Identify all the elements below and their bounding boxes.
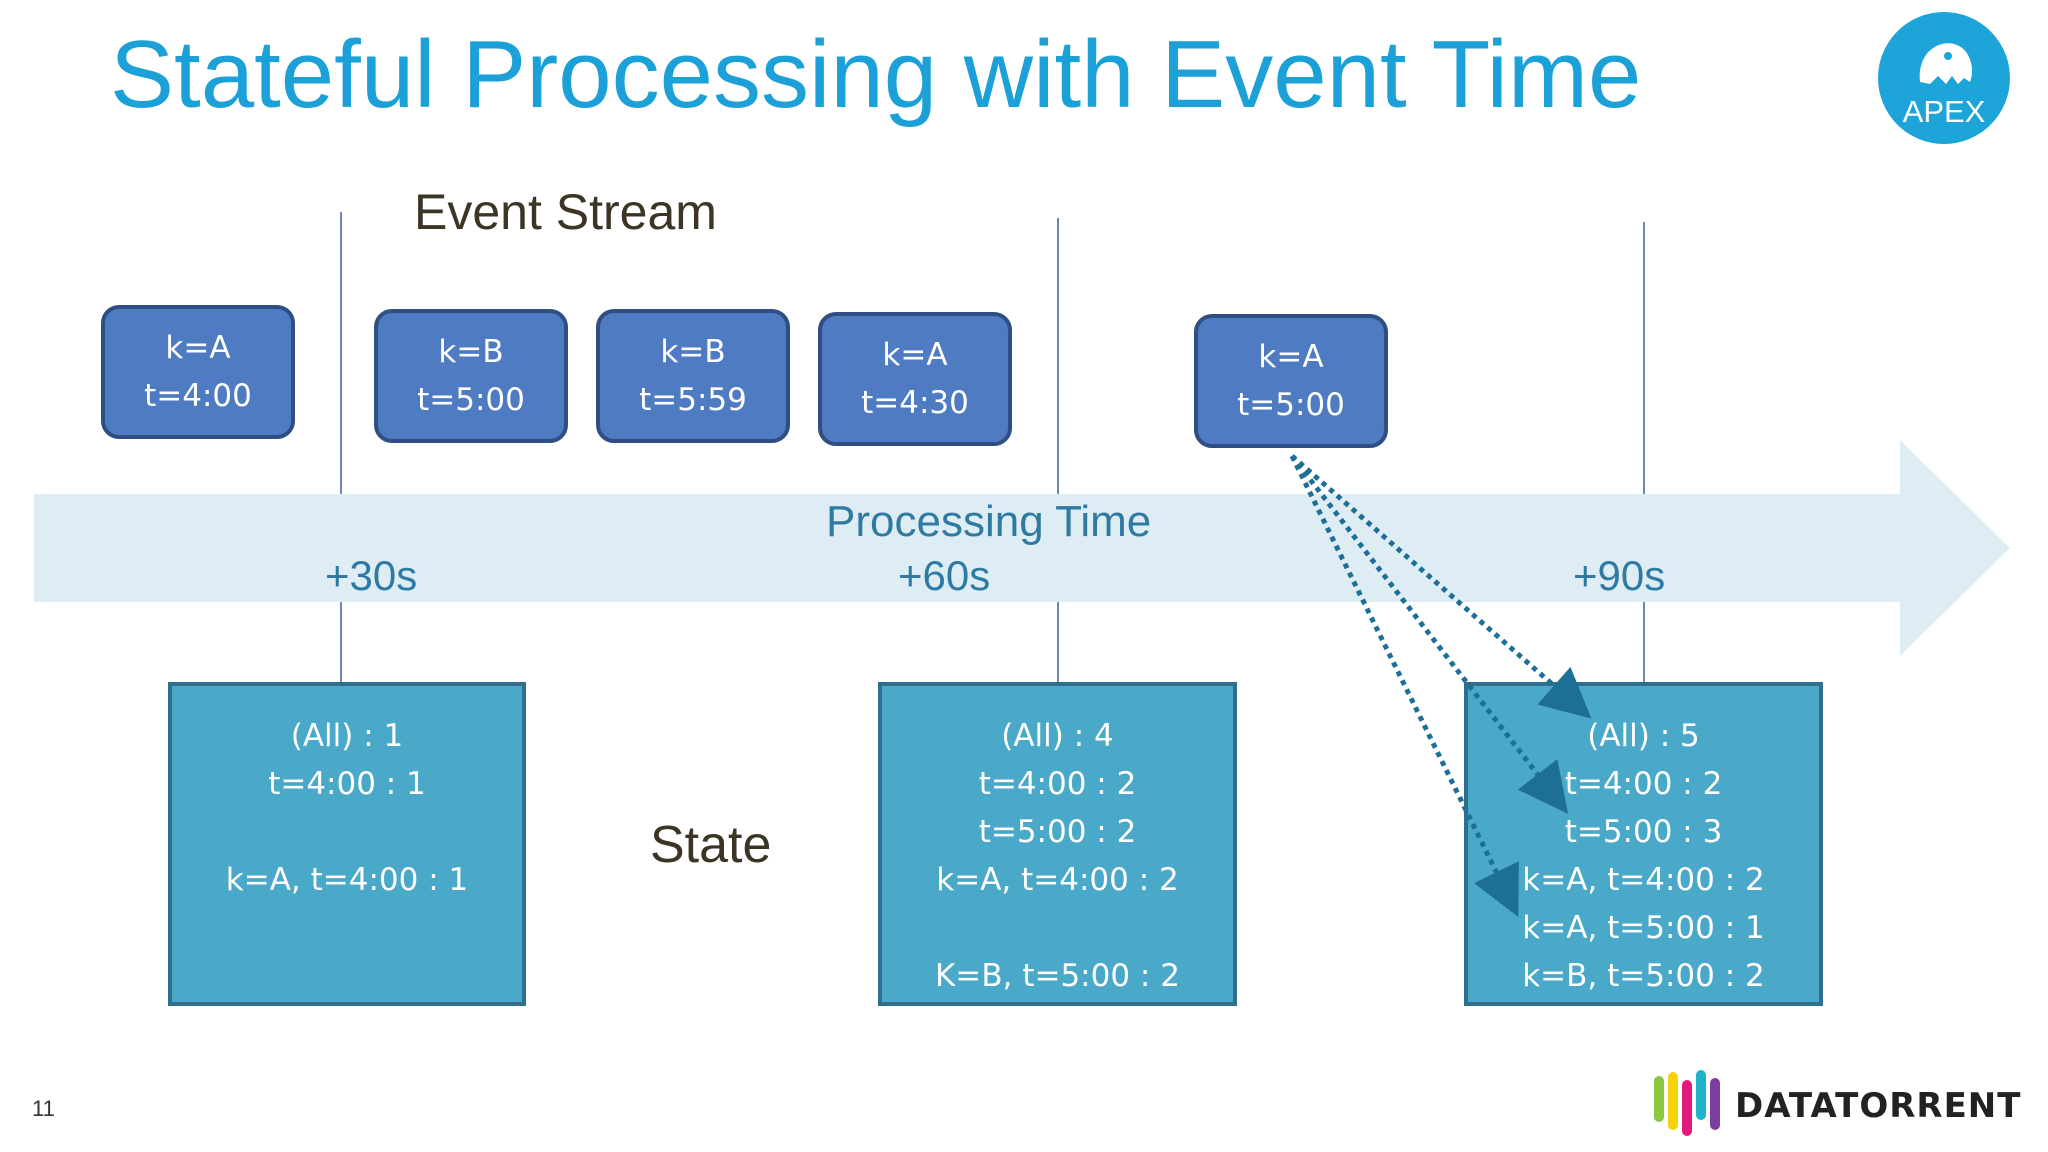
marker-line-60s-bottom bbox=[1057, 602, 1059, 684]
update-arrow-key-time bbox=[1289, 454, 1519, 917]
update-arrow-all bbox=[1290, 454, 1592, 719]
event-key: k=A bbox=[882, 337, 948, 373]
state-box-90s: (All) : 5 t=4:00 : 2 t=5:00 : 3 k=A, t=4… bbox=[1464, 682, 1823, 1006]
marker-line-90s-bottom bbox=[1643, 602, 1645, 684]
state-line: k=A, t=4:00 : 2 bbox=[1522, 862, 1765, 898]
state-line: k=A, t=5:00 : 1 bbox=[1522, 910, 1765, 946]
event-box: k=A t=4:00 bbox=[101, 305, 295, 439]
event-time: t=5:00 bbox=[417, 382, 525, 418]
event-key: k=B bbox=[438, 334, 504, 370]
datatorrent-logo-text: DATATORRENT bbox=[1735, 1086, 2022, 1126]
page-number: 11 bbox=[32, 1096, 55, 1121]
state-box-60s: (All) : 4 t=4:00 : 2 t=5:00 : 2 k=A, t=4… bbox=[878, 682, 1237, 1006]
event-time: t=4:30 bbox=[861, 385, 969, 421]
state-box-30s: (All) : 1 t=4:00 : 1 k=A, t=4:00 : 1 bbox=[168, 682, 526, 1006]
state-line: k=A, t=4:00 : 2 bbox=[936, 862, 1179, 898]
state-line: k=B, t=5:00 : 2 bbox=[1522, 958, 1765, 994]
tick-label-90s: +90s bbox=[1573, 552, 1666, 599]
event-box: k=B t=5:59 bbox=[596, 309, 790, 443]
state-line: t=5:00 : 3 bbox=[1564, 814, 1723, 850]
event-time: t=5:59 bbox=[639, 382, 747, 418]
marker-line-90s-top bbox=[1643, 222, 1645, 494]
state-line: (All) : 4 bbox=[1001, 718, 1114, 754]
marker-line-60s-top bbox=[1057, 218, 1059, 494]
state-line: t=4:00 : 2 bbox=[1564, 766, 1723, 802]
state-line: t=4:00 : 2 bbox=[978, 766, 1137, 802]
event-box: k=A t=4:30 bbox=[818, 312, 1012, 446]
event-box: k=A t=5:00 bbox=[1194, 314, 1388, 448]
processing-time-label: Processing Time bbox=[826, 497, 1152, 546]
tick-label-30s: +30s bbox=[325, 552, 418, 599]
state-line: (All) : 5 bbox=[1587, 718, 1700, 754]
gorilla-icon bbox=[1919, 43, 1973, 84]
event-key: k=B bbox=[660, 334, 726, 370]
state-line: t=5:00 : 2 bbox=[978, 814, 1137, 850]
apex-logo-text: APEX bbox=[1902, 94, 1986, 129]
marker-line-30s-top bbox=[340, 212, 342, 494]
apex-logo: APEX bbox=[1878, 12, 2010, 144]
event-stream-label: Event Stream bbox=[414, 184, 717, 240]
state-label: State bbox=[650, 816, 772, 874]
event-box: k=B t=5:00 bbox=[374, 309, 568, 443]
state-line: K=B, t=5:00 : 2 bbox=[935, 958, 1180, 994]
slide-title: Stateful Processing with Event Time bbox=[110, 21, 1642, 128]
event-time: t=4:00 bbox=[144, 378, 252, 414]
tick-label-60s: +60s bbox=[898, 552, 991, 599]
state-line: t=4:00 : 1 bbox=[268, 766, 426, 802]
state-line: (All) : 1 bbox=[290, 718, 404, 754]
datatorrent-logo-icon bbox=[1654, 1070, 1720, 1136]
state-line: k=A, t=4:00 : 1 bbox=[225, 862, 469, 898]
marker-line-30s-bottom bbox=[340, 602, 342, 684]
event-key: k=A bbox=[165, 330, 231, 366]
update-arrow-time bbox=[1290, 454, 1569, 814]
event-key: k=A bbox=[1258, 339, 1324, 375]
event-time: t=5:00 bbox=[1237, 387, 1345, 423]
